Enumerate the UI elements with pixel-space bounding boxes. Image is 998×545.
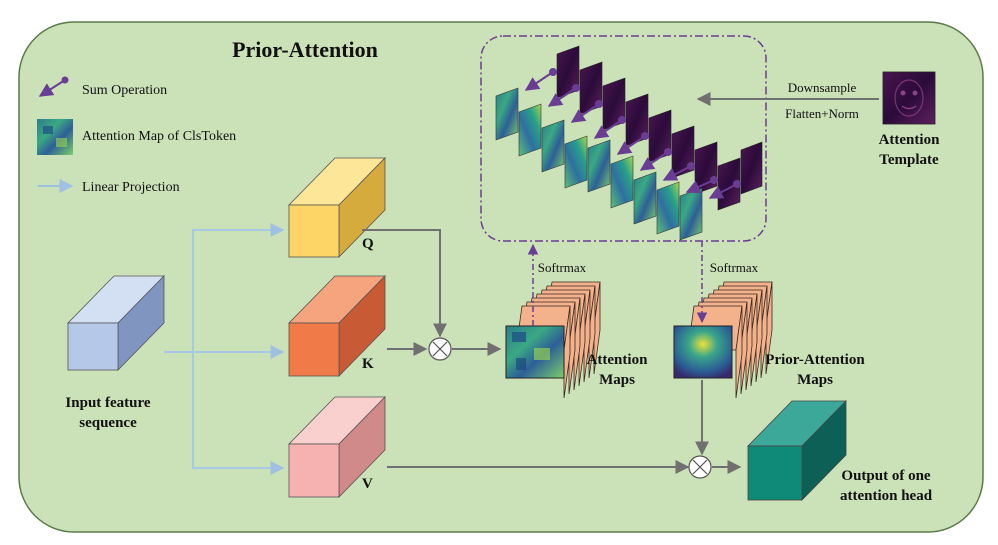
q-label: Q [362,236,374,252]
linear-projection-arrows [164,223,285,475]
input-feature-label-line2: sequence [79,415,137,431]
output-label-line1: Output of one [841,468,931,484]
k-cuboid [288,275,386,377]
legend-linear-projection: Linear Projection [82,180,180,195]
attention-template-image [882,71,936,125]
prior-attention-maps-label-line1: Prior-Attention [765,352,865,368]
legend-sum-operation: Sum Operation [82,83,167,98]
v-cuboid [288,396,386,498]
prior-attention-maps-stack [673,281,773,399]
multiply-icon-qk [428,337,452,361]
flatten-norm-label: Flatten+Norm [785,106,859,121]
output-label-line2: attention head [840,488,933,504]
downsample-label: Downsample [788,80,857,95]
template-label-line2: Template [879,152,939,168]
prior-attention-maps-label-line2: Maps [797,372,833,388]
input-feature-label-line1: Input feature [65,395,150,411]
template-label-line1: Attention [879,132,940,148]
softmax-right-label: Softrmax [710,260,759,275]
softmax-left-label: Softrmax [538,260,587,275]
v-label: V [362,476,373,492]
attention-maps-label-line1: Attention [587,352,648,368]
sum-operation-icon [38,76,69,97]
input-feature-cuboid [67,275,165,371]
q-cuboid [288,157,386,258]
attention-maps-label-line2: Maps [599,372,635,388]
legend-attention-map: Attention Map of ClsToken [82,129,236,144]
attention-maps-stack [505,281,601,399]
k-label: K [362,356,374,372]
multiply-icon-v [688,455,712,479]
flow-arrows [362,229,742,474]
diagram-title: Prior-Attention [232,37,378,62]
attention-map-swatch-icon [37,119,73,155]
prior-construction-maps [495,45,763,241]
output-cuboid [747,400,847,501]
legend: Sum Operation Attention Map of ClsToken … [37,76,236,195]
prior-construction-box [480,35,767,242]
